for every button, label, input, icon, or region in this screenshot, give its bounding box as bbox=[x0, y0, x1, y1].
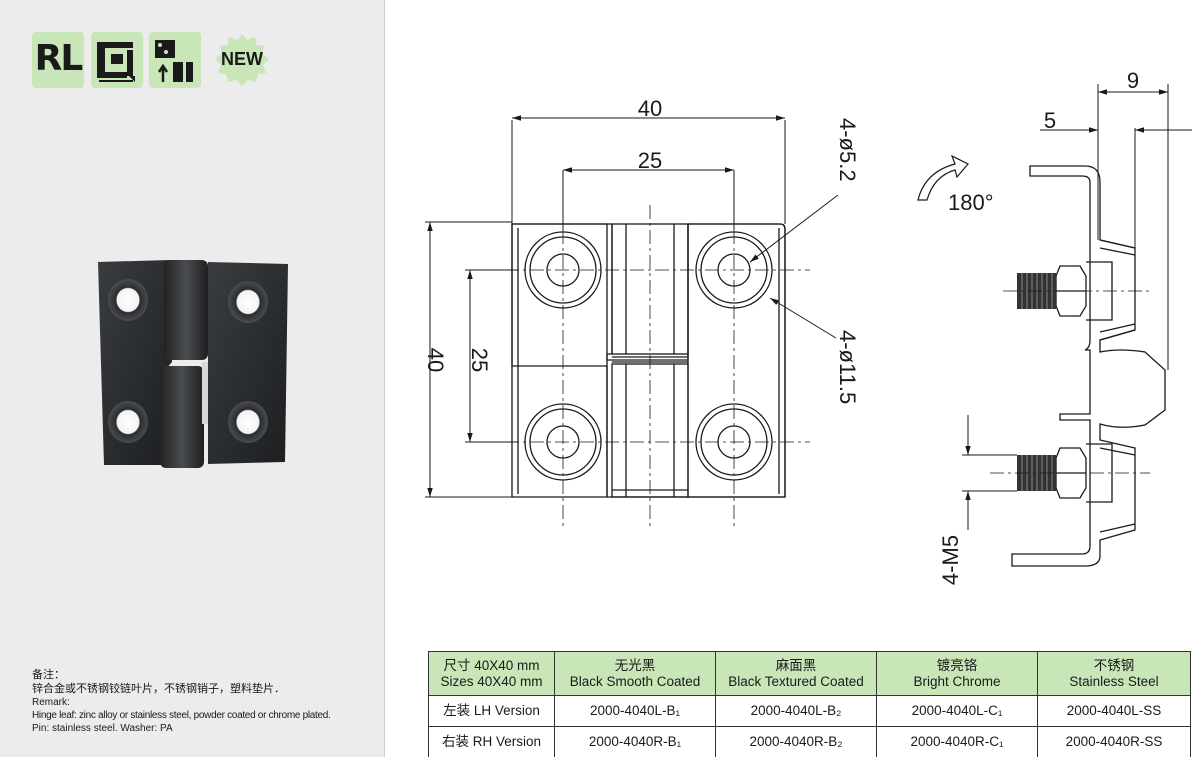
table-cell: 2000-4040L-B₁ bbox=[554, 695, 716, 727]
technical-drawing: 40 25 40 25 4-ø5.2 4-ø11.5 180° 9 5 4-M5 bbox=[423, 68, 1192, 585]
header-en: Black Textured Coated bbox=[728, 673, 864, 689]
header-cn: 无光黑 bbox=[614, 657, 656, 673]
table-cell: 2000-4040L-C₁ bbox=[876, 695, 1038, 727]
remarks-title: 备注： bbox=[32, 668, 65, 681]
new-badge-label: NEW bbox=[221, 49, 263, 69]
left-panel: RL NEW bbox=[0, 0, 385, 757]
new-badge: NEW bbox=[213, 32, 271, 88]
dim-height-25: 25 bbox=[467, 348, 492, 372]
rl-badge-label: RL bbox=[34, 38, 84, 79]
surface-mount-icon bbox=[91, 32, 143, 88]
table-cell: 2000-4040R-SS bbox=[1037, 726, 1191, 757]
dim-width-40: 40 bbox=[638, 96, 662, 121]
remarks-en-title: Remark: bbox=[32, 697, 70, 708]
table-row: 右装 RH Version 2000-4040R-B₁ 2000-4040R-B… bbox=[428, 726, 1191, 757]
table-cell: 2000-4040L-SS bbox=[1037, 695, 1191, 727]
rl-badge: RL bbox=[32, 32, 84, 88]
table-cell: 右装 RH Version bbox=[428, 726, 555, 757]
dim-width-25: 25 bbox=[638, 148, 662, 173]
dim-side-5: 5 bbox=[1044, 108, 1056, 133]
dim-hole-small: 4-ø5.2 bbox=[835, 118, 860, 182]
remarks: 备注： 锌合金或不锈钢铰链叶片，不锈钢销子，塑料垫片． Remark: Hing… bbox=[32, 668, 382, 735]
dim-height-40: 40 bbox=[423, 348, 448, 372]
remarks-cn: 锌合金或不锈钢铰链叶片，不锈钢销子，塑料垫片． bbox=[32, 682, 285, 695]
dim-thread: 4-M5 bbox=[938, 535, 963, 585]
dim-hole-large: 4-ø11.5 bbox=[835, 330, 860, 404]
dim-rotation: 180° bbox=[948, 190, 994, 215]
header-cn: 不锈钢 bbox=[1093, 657, 1135, 673]
header-en: Stainless Steel bbox=[1069, 673, 1159, 689]
header-en: Black Smooth Coated bbox=[569, 673, 701, 689]
header-en: Bright Chrome bbox=[913, 673, 1001, 689]
table-cell: 2000-4040R-B₁ bbox=[554, 726, 716, 757]
table-row: 左装 LH Version 2000-4040L-B₁ 2000-4040L-B… bbox=[428, 695, 1191, 727]
header-cn: 尺寸 40X40 mm bbox=[443, 657, 540, 673]
hinge-leaf-icon bbox=[149, 32, 201, 88]
remarks-en-line2: Pin: stainless steel. Washer: PA bbox=[32, 723, 173, 734]
table-cell: 左装 LH Version bbox=[428, 695, 555, 727]
table-cell: 2000-4040L-B₂ bbox=[715, 695, 877, 727]
header-cn: 镀亮铬 bbox=[936, 657, 978, 673]
hinge-product-photo bbox=[98, 260, 288, 468]
table-cell: 2000-4040R-B₂ bbox=[715, 726, 877, 757]
table-cell: 2000-4040R-C₁ bbox=[876, 726, 1038, 757]
header-en: Sizes 40X40 mm bbox=[440, 673, 543, 689]
dim-side-9: 9 bbox=[1127, 68, 1139, 93]
remarks-en-line1: Hinge leaf: zinc alloy or stainless stee… bbox=[32, 710, 331, 721]
header-cn: 麻面黑 bbox=[775, 657, 817, 673]
